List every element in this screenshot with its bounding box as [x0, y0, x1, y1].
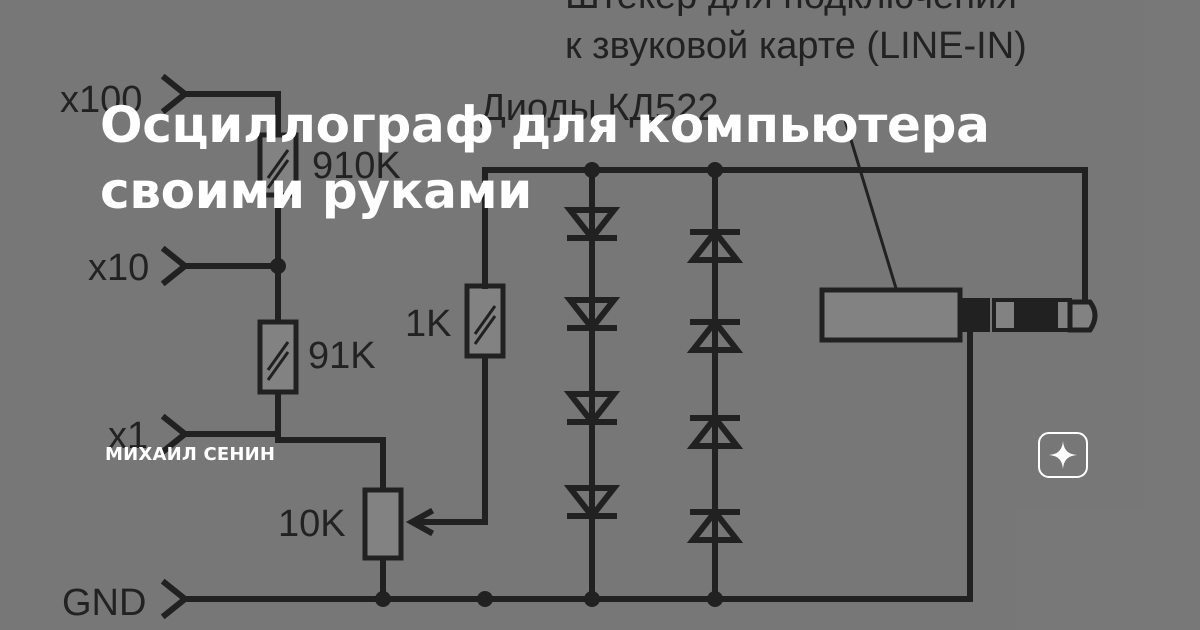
zen-logo-badge[interactable]: [1038, 432, 1088, 478]
input-label-x1: x1: [108, 415, 148, 457]
input-label-x10: x10: [88, 247, 149, 289]
ground-label: GND: [62, 582, 146, 624]
junction-dot: [477, 591, 493, 607]
junction-dot: [707, 591, 723, 607]
plug-caption-line1: Штекер для подключения: [565, 0, 1017, 17]
junction-dot: [707, 162, 723, 178]
diode-string-b: [686, 227, 744, 543]
resistor-910k-label: 910K: [312, 145, 401, 187]
wire-x100: [182, 91, 281, 138]
junction-dot: [270, 258, 286, 274]
junction-dot: [375, 591, 391, 607]
diode-string-a: [563, 207, 621, 521]
article-title-line2: своими руками: [100, 162, 533, 220]
potentiometer-wiper: [417, 353, 488, 525]
resistor-91k-label: 91K: [308, 335, 376, 377]
article-title[interactable]: Осциллограф для компьютера своими руками: [100, 92, 1100, 224]
signal-rail: [482, 167, 1088, 325]
plug-caption-line2: к звуковой карте (LINE-IN): [565, 25, 1027, 67]
sparkle-icon: [1049, 441, 1077, 469]
input-label-x100: x100: [60, 79, 142, 121]
audio-jack-plug: [819, 287, 1098, 343]
potentiometer-label: 10K: [278, 503, 346, 545]
junction-dot: [584, 591, 600, 607]
plug-callout-line: [843, 119, 907, 319]
diode-caption: Диоды КД522: [480, 87, 719, 129]
junction-dot: [584, 162, 600, 178]
wire-r2-pot: [275, 389, 386, 493]
potentiometer-10k: [362, 487, 404, 561]
wiper-arrow: [405, 507, 435, 537]
author-name[interactable]: МИХАИЛ СЕНИН: [105, 444, 276, 465]
article-title-line1: Осциллограф для компьютера: [100, 96, 990, 154]
resistor-1k-label: 1K: [405, 303, 451, 345]
wire-ground: [182, 319, 973, 602]
